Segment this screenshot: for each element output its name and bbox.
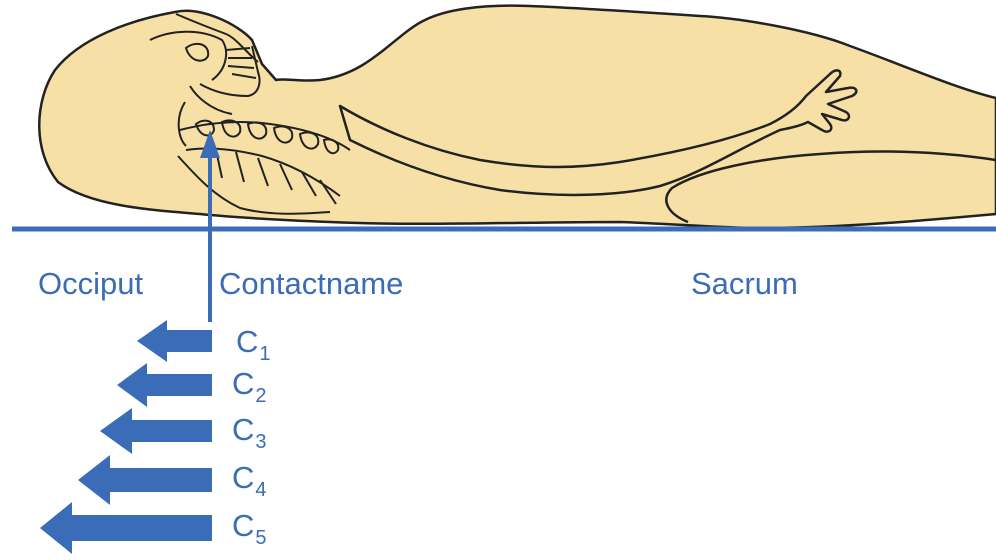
c3-label: C3 <box>232 414 267 445</box>
c1-arrow-icon <box>137 320 212 362</box>
c2-label: C2 <box>232 368 267 399</box>
c3-letter: C <box>232 412 254 447</box>
c1-subscript: 1 <box>259 343 270 365</box>
c1-label: C1 <box>236 326 271 357</box>
c2-letter: C <box>232 366 254 401</box>
c2-arrow <box>117 363 212 407</box>
c5-arrow-icon <box>40 502 212 554</box>
sacrum-label: Sacrum <box>691 268 798 299</box>
occiput-label: Occiput <box>38 268 143 299</box>
c4-label: C4 <box>232 462 267 493</box>
c4-letter: C <box>232 460 254 495</box>
patient-figure-icon <box>39 6 996 228</box>
body-silhouette <box>39 6 996 228</box>
c5-subscript: 5 <box>255 527 266 549</box>
c2-subscript: 2 <box>255 385 266 407</box>
c5-letter: C <box>232 508 254 543</box>
c4-subscript: 4 <box>255 479 266 501</box>
c4-arrow <box>78 455 212 505</box>
c4-arrow-icon <box>78 455 212 505</box>
c3-subscript: 3 <box>255 431 266 453</box>
c2-arrow-icon <box>117 363 212 407</box>
c5-arrow <box>40 502 212 554</box>
contact-label: Contactname <box>219 268 403 299</box>
c5-label: C5 <box>232 510 267 541</box>
c1-letter: C <box>236 324 258 359</box>
c1-arrow <box>137 320 212 362</box>
c3-arrow-icon <box>100 408 212 454</box>
c3-arrow <box>100 408 212 454</box>
